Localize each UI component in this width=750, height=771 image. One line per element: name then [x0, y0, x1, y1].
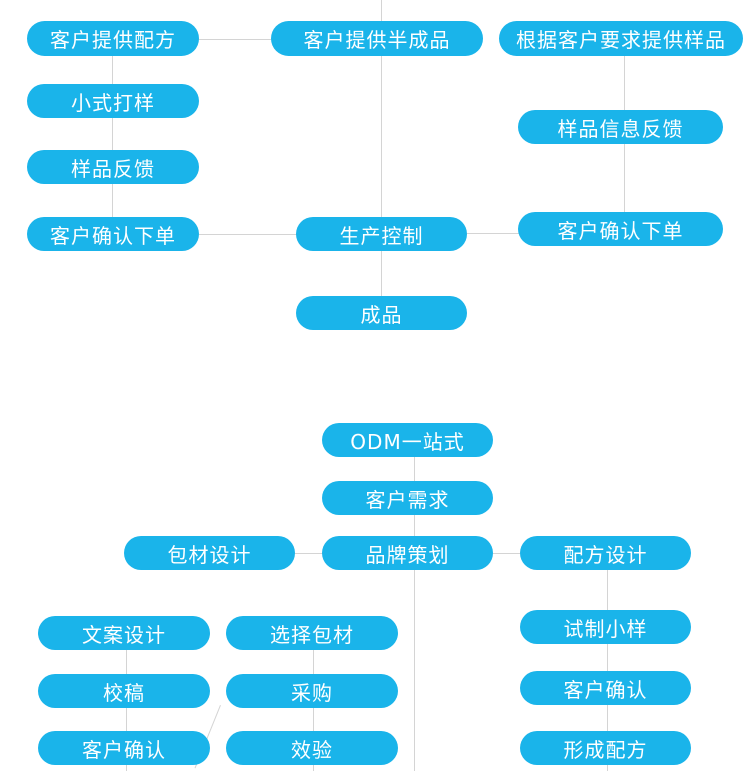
node-sample-info-feedback: 样品信息反馈	[518, 110, 723, 144]
connector	[112, 40, 113, 235]
node-confirm-order-left: 客户确认下单	[27, 217, 199, 251]
node-odm-one-stop: ODM一站式	[322, 423, 493, 457]
connector	[414, 440, 415, 771]
connector	[198, 39, 273, 40]
node-inspection: 效验	[226, 731, 398, 765]
node-purchase: 采购	[226, 674, 398, 708]
node-customer-formula: 客户提供配方	[27, 21, 199, 56]
node-custom-sample: 根据客户要求提供样品	[499, 21, 743, 56]
connector	[607, 553, 608, 771]
node-copywriting: 文案设计	[38, 616, 210, 650]
node-confirm-order-right: 客户确认下单	[518, 212, 723, 246]
connector	[381, 0, 382, 315]
connector	[467, 233, 520, 234]
node-brand-planning: 品牌策划	[322, 536, 493, 570]
node-formula-design: 配方设计	[520, 536, 691, 570]
node-copy-confirm: 客户确认	[38, 731, 210, 765]
node-finished-product: 成品	[296, 296, 467, 330]
connector	[493, 553, 520, 554]
node-packaging-design: 包材设计	[124, 536, 295, 570]
node-customer-requirement: 客户需求	[322, 481, 493, 515]
node-select-packaging: 选择包材	[226, 616, 398, 650]
node-sample-feedback: 样品反馈	[27, 150, 199, 184]
node-formula-confirm: 客户确认	[520, 671, 691, 705]
connector	[295, 553, 323, 554]
node-semi-finished: 客户提供半成品	[271, 21, 483, 56]
connector	[199, 234, 297, 235]
node-final-formula: 形成配方	[520, 731, 691, 765]
node-small-sample: 小式打样	[27, 84, 199, 118]
node-trial-sample: 试制小样	[520, 610, 691, 644]
node-proofread: 校稿	[38, 674, 210, 708]
node-production-control: 生产控制	[296, 217, 467, 251]
